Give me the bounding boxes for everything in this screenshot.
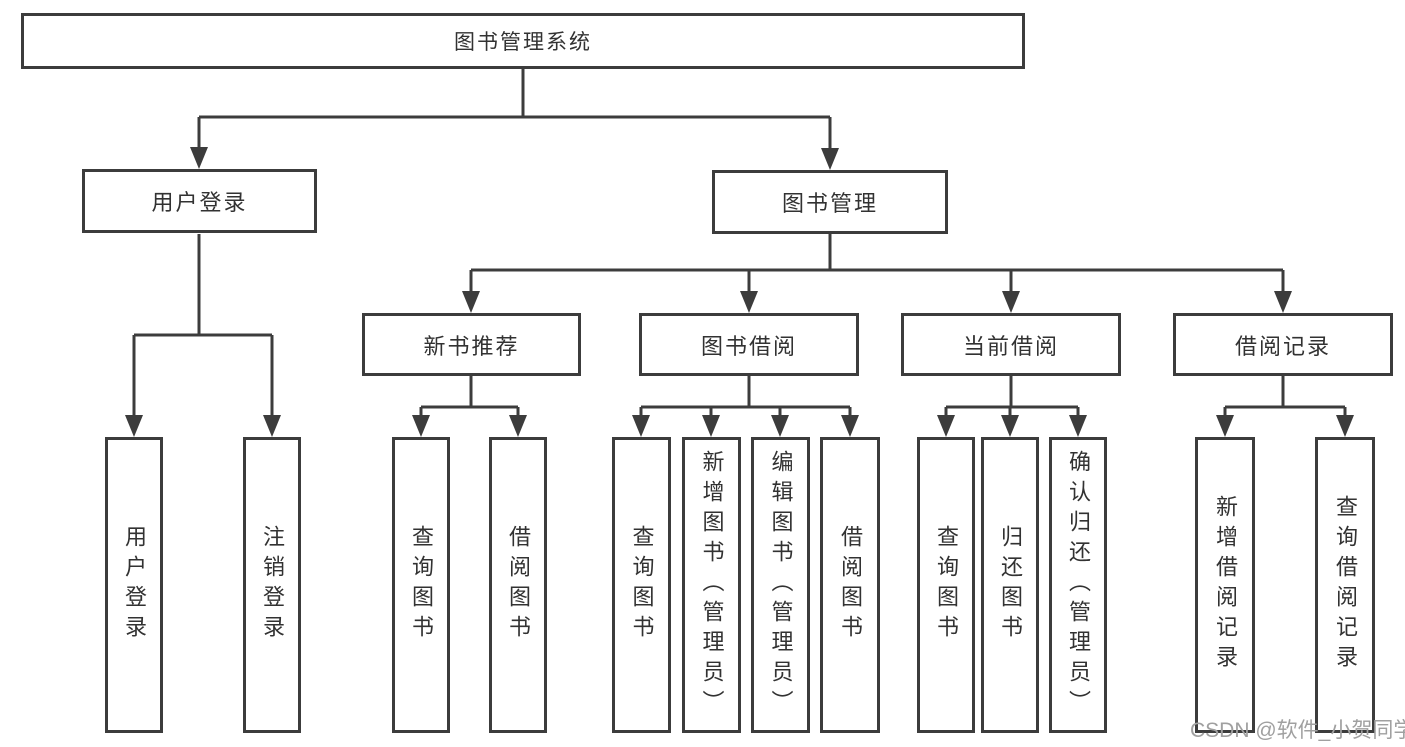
arrow-down-icon <box>1274 291 1292 313</box>
leaf-return-books: 归还图书 <box>981 437 1039 733</box>
node-root-system: 图书管理系统 <box>21 13 1025 69</box>
arrow-down-icon <box>821 148 839 170</box>
leaf-add-borrow-record: 新增借阅记录 <box>1195 437 1255 733</box>
leaf-query-books: 查询图书 <box>917 437 975 733</box>
leaf-logout: 注销登录 <box>243 437 301 733</box>
arrow-down-icon <box>841 415 859 437</box>
arrow-down-icon <box>1002 291 1020 313</box>
leaf-label: 查询图书 <box>409 525 434 645</box>
arrow-down-icon <box>1069 415 1087 437</box>
node-new-book-recommend: 新书推荐 <box>362 313 581 376</box>
node-label: 当前借阅 <box>962 333 1059 359</box>
leaf-query-books: 查询图书 <box>392 437 450 733</box>
arrow-down-icon <box>509 415 527 437</box>
leaf-label: 查询借阅记录 <box>1333 495 1358 675</box>
leaf-label: 新增图书（管理员） <box>699 450 725 720</box>
arrow-down-icon <box>462 291 480 313</box>
leaf-add-books-admin: 新增图书（管理员） <box>682 437 741 733</box>
leaf-query-borrow-record: 查询借阅记录 <box>1315 437 1375 733</box>
arrow-down-icon <box>263 415 281 437</box>
leaf-label: 借阅图书 <box>838 525 863 645</box>
arrow-down-icon <box>632 415 650 437</box>
leaf-label: 查询图书 <box>934 525 959 645</box>
arrow-down-icon <box>702 415 720 437</box>
arrow-down-icon <box>1001 415 1019 437</box>
node-label: 用户登录 <box>151 190 248 215</box>
arrow-down-icon <box>1216 415 1234 437</box>
leaf-borrow-books: 借阅图书 <box>489 437 547 733</box>
leaf-label: 新增借阅记录 <box>1213 495 1238 675</box>
leaf-borrow-books: 借阅图书 <box>820 437 880 733</box>
node-label: 图书管理 <box>781 191 878 216</box>
node-label: 图书借阅 <box>700 333 797 359</box>
node-book-management: 图书管理 <box>712 170 948 234</box>
leaf-edit-books-admin: 编辑图书（管理员） <box>751 437 810 733</box>
arrow-down-icon <box>937 415 955 437</box>
arrow-down-icon <box>740 291 758 313</box>
leaf-confirm-return-admin: 确认归还（管理员） <box>1049 437 1107 733</box>
leaf-label: 借阅图书 <box>506 525 531 645</box>
leaf-label: 确认归还（管理员） <box>1066 450 1091 720</box>
leaf-label: 查询图书 <box>629 525 655 645</box>
node-label: 借阅记录 <box>1234 333 1331 359</box>
arrow-down-icon <box>1336 415 1354 437</box>
node-current-borrow: 当前借阅 <box>901 313 1121 376</box>
node-book-borrow: 图书借阅 <box>639 313 859 376</box>
leaf-label: 编辑图书（管理员） <box>768 450 794 720</box>
arrow-down-icon <box>190 147 208 169</box>
leaf-user-login: 用户登录 <box>105 437 163 733</box>
csdn-watermark: CSDN @软件_小贺同学 <box>1190 719 1405 742</box>
node-user-login: 用户登录 <box>82 169 317 233</box>
leaf-label: 注销登录 <box>260 525 285 645</box>
node-label: 新书推荐 <box>423 333 520 359</box>
leaf-label: 归还图书 <box>998 525 1023 645</box>
node-borrow-records: 借阅记录 <box>1173 313 1393 376</box>
arrow-down-icon <box>125 415 143 437</box>
node-label: 图书管理系统 <box>454 31 592 54</box>
arrow-down-icon <box>771 415 789 437</box>
arrow-down-icon <box>412 415 430 437</box>
leaf-label: 用户登录 <box>122 525 147 645</box>
leaf-query-books: 查询图书 <box>612 437 671 733</box>
